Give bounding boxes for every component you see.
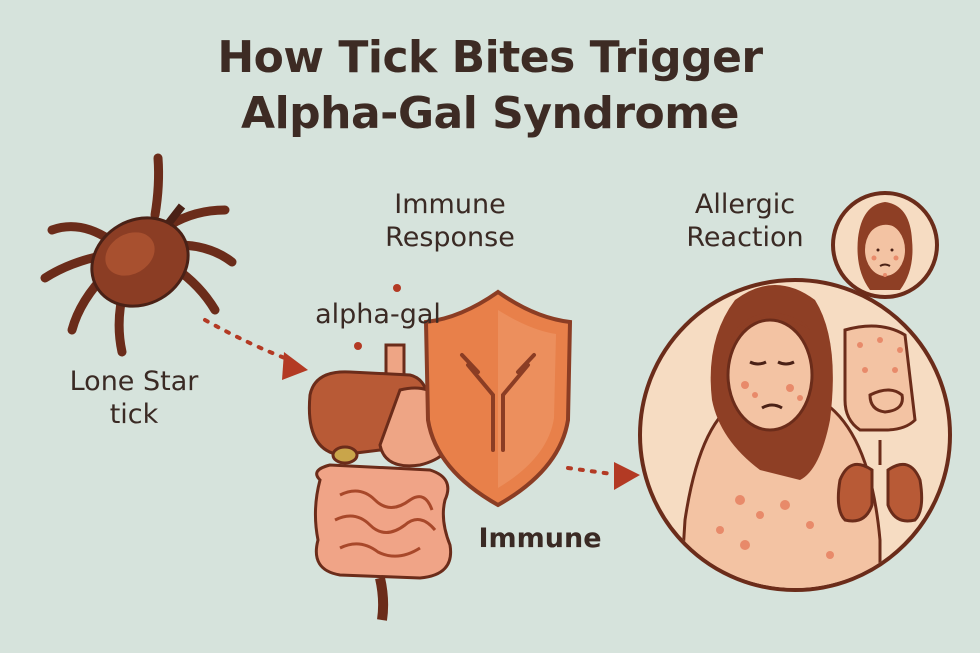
title-line-2: Alpha-Gal Syndrome — [241, 88, 739, 139]
antibody-shield-icon — [423, 289, 573, 508]
diagram-title: How Tick Bites Trigger Alpha-Gal Syndrom… — [0, 30, 980, 142]
allergic-reaction-label: Allergic Reaction — [670, 188, 820, 254]
tick-label-line-1: Lone Star — [69, 366, 199, 397]
tick-icon — [40, 153, 237, 357]
immune-response-label: Immune Response — [370, 188, 530, 254]
lungs-icon — [836, 440, 924, 523]
alpha-gal-dot — [393, 284, 401, 292]
allergic-reaction-line-1: Allergic — [694, 189, 796, 220]
immune-response-line-2: Response — [385, 222, 515, 253]
immune-response-line-1: Immune — [394, 189, 506, 220]
arrow-tick-to-organs — [203, 318, 308, 380]
alpha-gal-label: alpha-gal — [315, 299, 441, 330]
immune-label: Immune — [478, 523, 602, 554]
allergic-reaction-line-2: Reaction — [686, 222, 804, 253]
digestive-system-icon — [307, 343, 455, 621]
stomach-icon — [868, 388, 904, 414]
alpha-gal-dot — [354, 342, 362, 350]
tick-label-line-2: tick — [109, 399, 159, 430]
title-line-1: How Tick Bites Trigger — [217, 32, 763, 83]
tick-label: Lone Star tick — [60, 365, 208, 431]
person-small-portrait-icon — [831, 191, 939, 299]
person-with-rash-icon — [638, 278, 952, 592]
arrow-immune-to-reaction — [566, 462, 640, 490]
